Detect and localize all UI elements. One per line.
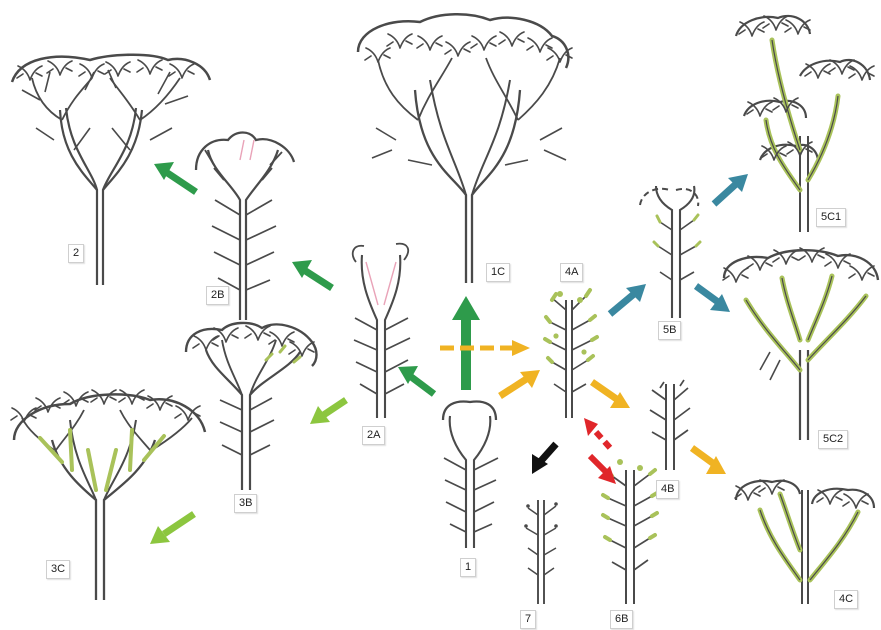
tree-4A-drawing [545,290,597,418]
tree-5C2-drawing [723,248,878,440]
label-2B: 2B [206,286,229,305]
tree-5C1-drawing [736,16,874,232]
label-5C2: 5C2 [818,430,848,449]
tree-2-drawing [12,55,210,285]
label-5B: 5B [658,321,681,340]
arrow-2A-to-2B [292,260,332,288]
arrow-4A-6B-dashed-bidirectional [584,418,616,484]
label-6B: 6B [610,610,633,629]
tree-5B-drawing [640,186,700,318]
label-5C1: 5C1 [816,208,846,227]
label-3B: 3B [234,494,257,513]
arrow-3B-to-3C [150,514,194,544]
arrow-5B-to-5C1 [714,174,748,204]
label-7: 7 [520,610,536,629]
tree-1C-drawing [358,14,572,283]
label-3C: 3C [46,560,70,579]
tree-3C-drawing [11,390,205,600]
arrow-4A-to-4B [592,382,630,408]
label-1: 1 [460,558,476,577]
tree-1-drawing [443,402,498,548]
label-4B: 4B [656,480,679,499]
arrow-2A-to-3B [310,400,346,424]
tree-4B-drawing [650,380,690,470]
arrow-1-to-2A [398,366,434,394]
arrow-1-to-4A [500,370,540,396]
arrow-5B-to-5C2 [696,286,730,312]
label-2: 2 [68,244,84,263]
label-4C: 4C [834,590,858,609]
arrow-4A-to-7 [532,444,556,474]
arrow-4A-to-5B [610,284,646,314]
arrow-4B-to-4C [692,448,726,474]
arrow-1-to-1C [452,296,480,390]
arrow-2B-to-2 [154,162,196,192]
tree-2A-drawing [353,244,410,418]
label-4A: 4A [560,263,583,282]
tree-7-drawing [524,500,558,604]
arrow-1-to-4A-dashed [440,340,530,356]
label-1C: 1C [486,263,510,282]
tree-4C-drawing [735,480,874,604]
tree-3B-drawing [186,323,317,490]
label-2A: 2A [362,426,385,445]
